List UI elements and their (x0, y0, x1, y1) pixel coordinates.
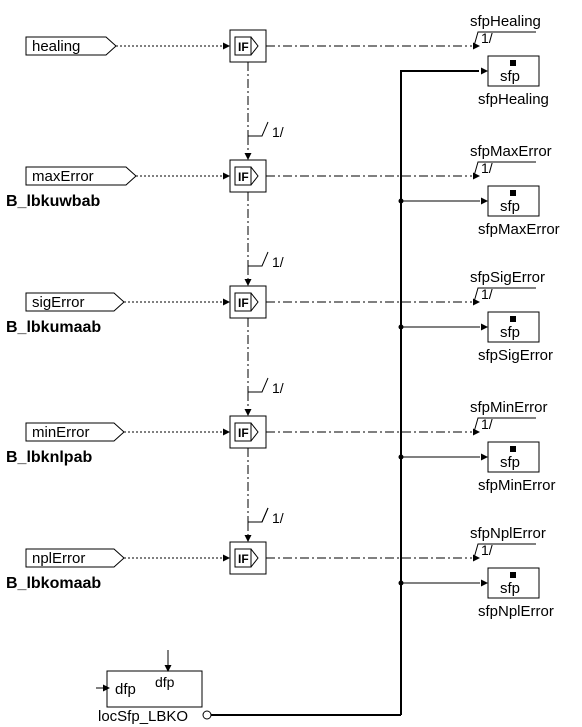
if-chain-arrow (244, 153, 252, 160)
dfp-output-port (202, 710, 212, 720)
cast-out-label: 1/ (481, 416, 493, 432)
output-var-label: sfpNplError (470, 525, 546, 542)
cast-down-label: 1/ (272, 510, 284, 526)
if-block-arrowhead (250, 292, 259, 312)
output-label-underline (473, 287, 536, 303)
input-tag-sigError (25, 292, 125, 312)
if-chain-arrow (244, 409, 252, 416)
input-tag-minError (25, 422, 125, 442)
output-var-label: sfpHealing (470, 13, 541, 30)
input-label: healing (32, 38, 80, 55)
input-arrow (223, 42, 230, 50)
bus-branch-arrow (481, 453, 488, 461)
sfp-bus-arrow-0 (481, 67, 488, 75)
cast-out-label: 1/ (481, 160, 493, 176)
sfp-caption: sfpHealing (478, 91, 549, 108)
sfp-caption: sfpMinError (478, 477, 556, 494)
output-label-underline (473, 543, 536, 559)
sfp-block-label: sfp (500, 580, 520, 597)
bus-branch-arrow (481, 579, 488, 587)
if-chain-arrow (244, 279, 252, 286)
dfp-caption: locSfp_LBKO (98, 708, 188, 725)
cast-down-label: 1/ (272, 254, 284, 270)
sfp-block-marker (510, 60, 516, 66)
if-block-arrowhead (250, 36, 259, 56)
sfp-block-label: sfp (500, 198, 520, 215)
if-block-inner (234, 548, 252, 568)
if-symbol: IF (238, 426, 249, 440)
cast-out-label: 1/ (481, 542, 493, 558)
bit-name-label: B_lbknlpab (6, 449, 92, 466)
dfp-top-arrow (164, 665, 172, 672)
output-var-label: sfpMinError (470, 399, 548, 416)
cast-down-tick (248, 377, 269, 393)
if-block-arrowhead (250, 548, 259, 568)
input-arrow (223, 554, 230, 562)
cast-out-label: 1/ (481, 286, 493, 302)
if-symbol: IF (238, 40, 249, 54)
dfp-block[interactable] (106, 670, 203, 708)
output-var-label: sfpSigError (470, 269, 545, 286)
cast-down-tick (248, 507, 269, 523)
input-tag-healing (25, 36, 117, 56)
bit-name-label: B_lbkomaab (6, 575, 101, 592)
cast-out-label: 1/ (481, 30, 493, 46)
dfp-in-arrow (103, 684, 110, 692)
sfp-caption: sfpMaxError (478, 221, 560, 238)
if-symbol: IF (238, 296, 249, 310)
sfp-block-marker (510, 316, 516, 322)
if-block-arrowhead (250, 166, 259, 186)
if-block-arrowhead (250, 422, 259, 442)
bit-name-label: B_lbkuwbab (6, 193, 100, 210)
output-label-underline (473, 417, 536, 433)
if-block-inner (234, 36, 252, 56)
if-symbol: IF (238, 552, 249, 566)
bus-branch-arrow (481, 323, 488, 331)
cast-down-label: 1/ (272, 124, 284, 140)
sfp-block-marker (510, 446, 516, 452)
dfp-port-top-label: dfp (155, 674, 175, 690)
bus-branch-arrow (481, 197, 488, 205)
input-arrow (223, 428, 230, 436)
output-var-label: sfpMaxError (470, 143, 552, 160)
input-label: sigError (32, 294, 85, 311)
if-block-inner (234, 166, 252, 186)
bit-name-label: B_lbkumaab (6, 319, 101, 336)
sfp-block-marker (510, 572, 516, 578)
cast-down-label: 1/ (272, 380, 284, 396)
dfp-port-left-label: dfp (115, 681, 136, 698)
sfp-block-label: sfp (500, 68, 520, 85)
sfp-block-label: sfp (500, 324, 520, 341)
sfp-caption: sfpSigError (478, 347, 553, 364)
input-arrow (223, 172, 230, 180)
sfp-bus-line (400, 70, 479, 715)
input-label: maxError (32, 168, 94, 185)
if-symbol: IF (238, 170, 249, 184)
if-block-inner (234, 422, 252, 442)
cast-down-tick (248, 121, 269, 137)
if-chain-arrow (244, 535, 252, 542)
input-label: nplError (32, 550, 85, 567)
input-tag-maxError (25, 166, 137, 186)
output-label-underline (473, 161, 536, 177)
sfp-caption: sfpNplError (478, 603, 554, 620)
input-label: minError (32, 424, 90, 441)
output-label-underline (473, 31, 536, 47)
input-arrow (223, 298, 230, 306)
sfp-block-label: sfp (500, 454, 520, 471)
sfp-block-marker (510, 190, 516, 196)
input-tag-nplError (25, 548, 125, 568)
cast-down-tick (248, 251, 269, 267)
if-block-inner (234, 292, 252, 312)
